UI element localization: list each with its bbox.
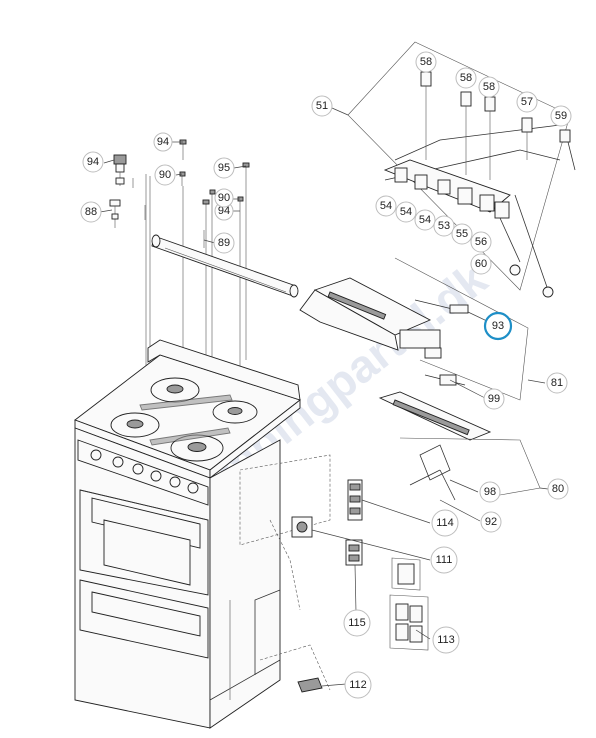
callout-99-label: 99	[488, 393, 500, 405]
callout-59: 59	[550, 105, 572, 127]
callout-51: 51	[311, 95, 333, 117]
leader-lines	[99, 71, 549, 687]
part-112	[297, 677, 323, 693]
callout-112: 112	[344, 671, 372, 699]
callout-55: 55	[451, 223, 473, 245]
callout-98-label: 98	[484, 486, 496, 498]
callout-53-label: 53	[438, 220, 450, 232]
callout-94c: 94	[214, 201, 234, 221]
control-knobs	[90, 449, 199, 494]
callout-54c-label: 54	[419, 214, 431, 226]
callout-113-label: 113	[437, 634, 455, 646]
callout-95-label: 95	[218, 162, 230, 174]
callout-90a-label: 90	[159, 169, 171, 181]
wiring-guides	[239, 454, 331, 691]
callout-89: 89	[213, 232, 235, 254]
callout-115: 115	[343, 609, 371, 637]
callout-54c: 54	[414, 209, 436, 231]
callout-88-label: 88	[85, 206, 97, 218]
callout-54b: 54	[395, 201, 417, 223]
grill-pan-assembly	[299, 257, 529, 401]
callout-80-label: 80	[552, 483, 564, 495]
callout-114-label: 114	[436, 517, 454, 529]
callout-113: 113	[432, 626, 460, 654]
burner-2	[212, 400, 258, 424]
callout-90b-label: 90	[218, 192, 230, 204]
switch-block-114	[347, 479, 363, 521]
callout-58a: 58	[415, 51, 437, 73]
switch-115	[345, 539, 363, 566]
lid-bar	[151, 234, 299, 298]
stove-body	[74, 339, 301, 729]
callout-60: 60	[470, 253, 492, 275]
callout-90b: 90	[214, 188, 234, 208]
callout-94b: 94	[82, 151, 104, 173]
callout-93-highlight-ring	[483, 311, 513, 341]
callout-112-label: 112	[349, 679, 367, 691]
callout-89-label: 89	[218, 237, 230, 249]
callout-111-label: 111	[436, 554, 453, 566]
burner-4	[170, 434, 224, 462]
callout-56-label: 56	[475, 236, 487, 248]
callout-114: 114	[431, 509, 459, 537]
callout-94b-label: 94	[87, 156, 99, 168]
callout-54b-label: 54	[400, 206, 412, 218]
callout-57-label: 57	[521, 96, 533, 108]
callout-80: 80	[547, 478, 569, 500]
callout-58b-label: 58	[460, 72, 472, 84]
callout-58b: 58	[455, 67, 477, 89]
burner-1	[150, 377, 200, 403]
connector-111	[291, 516, 313, 538]
gas-valve-assembly	[347, 41, 576, 298]
callout-94a: 94	[153, 132, 173, 152]
grill-burner-assembly	[378, 391, 541, 501]
callout-94c-label: 94	[218, 205, 230, 217]
callout-88: 88	[80, 201, 102, 223]
switch-panel-113	[389, 557, 429, 651]
callout-92: 92	[480, 511, 502, 533]
callout-59-label: 59	[555, 110, 567, 122]
callout-58a-label: 58	[420, 56, 432, 68]
callout-54a: 54	[375, 195, 397, 217]
callout-56: 56	[470, 231, 492, 253]
callout-90a: 90	[154, 164, 176, 186]
callout-99: 99	[483, 388, 505, 410]
callout-53: 53	[433, 215, 455, 237]
callout-57: 57	[516, 91, 538, 113]
callout-81-label: 81	[551, 377, 563, 389]
callout-93[interactable]: 93	[483, 311, 513, 341]
callout-98: 98	[479, 481, 501, 503]
callout-55-label: 55	[456, 228, 468, 240]
callout-92-label: 92	[485, 516, 497, 528]
callout-60-label: 60	[475, 258, 487, 270]
callout-93-label: 93	[492, 320, 504, 332]
callout-94a-label: 94	[157, 136, 169, 148]
burner-3	[110, 412, 160, 438]
callout-51-label: 51	[316, 100, 328, 112]
callout-58c-label: 58	[483, 81, 495, 93]
callout-54a-label: 54	[380, 200, 392, 212]
callout-111: 111	[430, 546, 458, 574]
callout-95: 95	[213, 157, 235, 179]
callout-115-label: 115	[348, 617, 366, 629]
callout-81: 81	[546, 372, 568, 394]
callout-58c: 58	[478, 76, 500, 98]
